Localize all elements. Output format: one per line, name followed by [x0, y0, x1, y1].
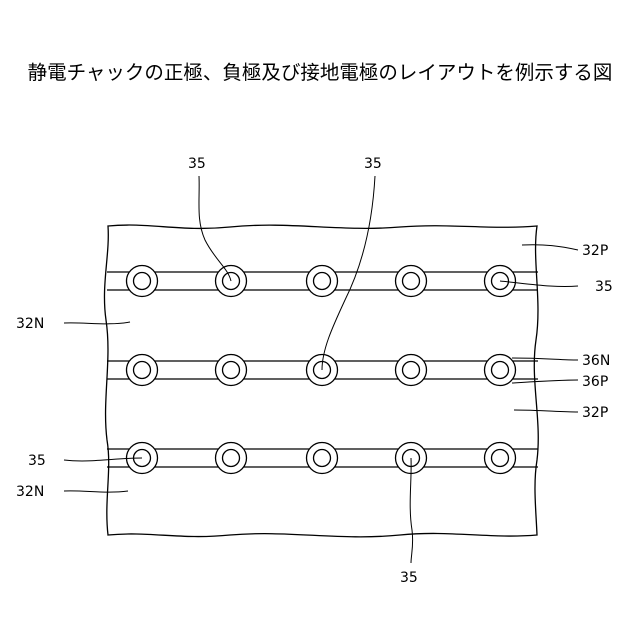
hole-r1-c4: [396, 266, 427, 297]
hole-r1-c1: [127, 266, 158, 297]
hole-r2-c1: [127, 355, 158, 386]
label-35-top-mid: 35: [364, 156, 382, 172]
hole-r3-c2: [216, 443, 247, 474]
label-36N: 36N: [582, 353, 610, 369]
label-32P-upper: 32P: [582, 243, 608, 259]
label-32P-lower: 32P: [582, 405, 608, 421]
label-36P: 36P: [582, 374, 608, 390]
hole-r3-c3: [307, 443, 338, 474]
label-35-right: 35: [595, 279, 613, 295]
label-35-left: 35: [28, 453, 46, 469]
label-32N-lower: 32N: [16, 484, 44, 500]
hole-r2-c2: [216, 355, 247, 386]
label-35-bottom: 35: [400, 570, 418, 586]
hole-r2-c5: [485, 355, 516, 386]
label-32N-upper: 32N: [16, 316, 44, 332]
label-35-top-left: 35: [188, 156, 206, 172]
hole-r1-c3: [307, 266, 338, 297]
hole-r3-c5: [485, 443, 516, 474]
hole-r2-c4: [396, 355, 427, 386]
through-holes: [127, 266, 516, 474]
